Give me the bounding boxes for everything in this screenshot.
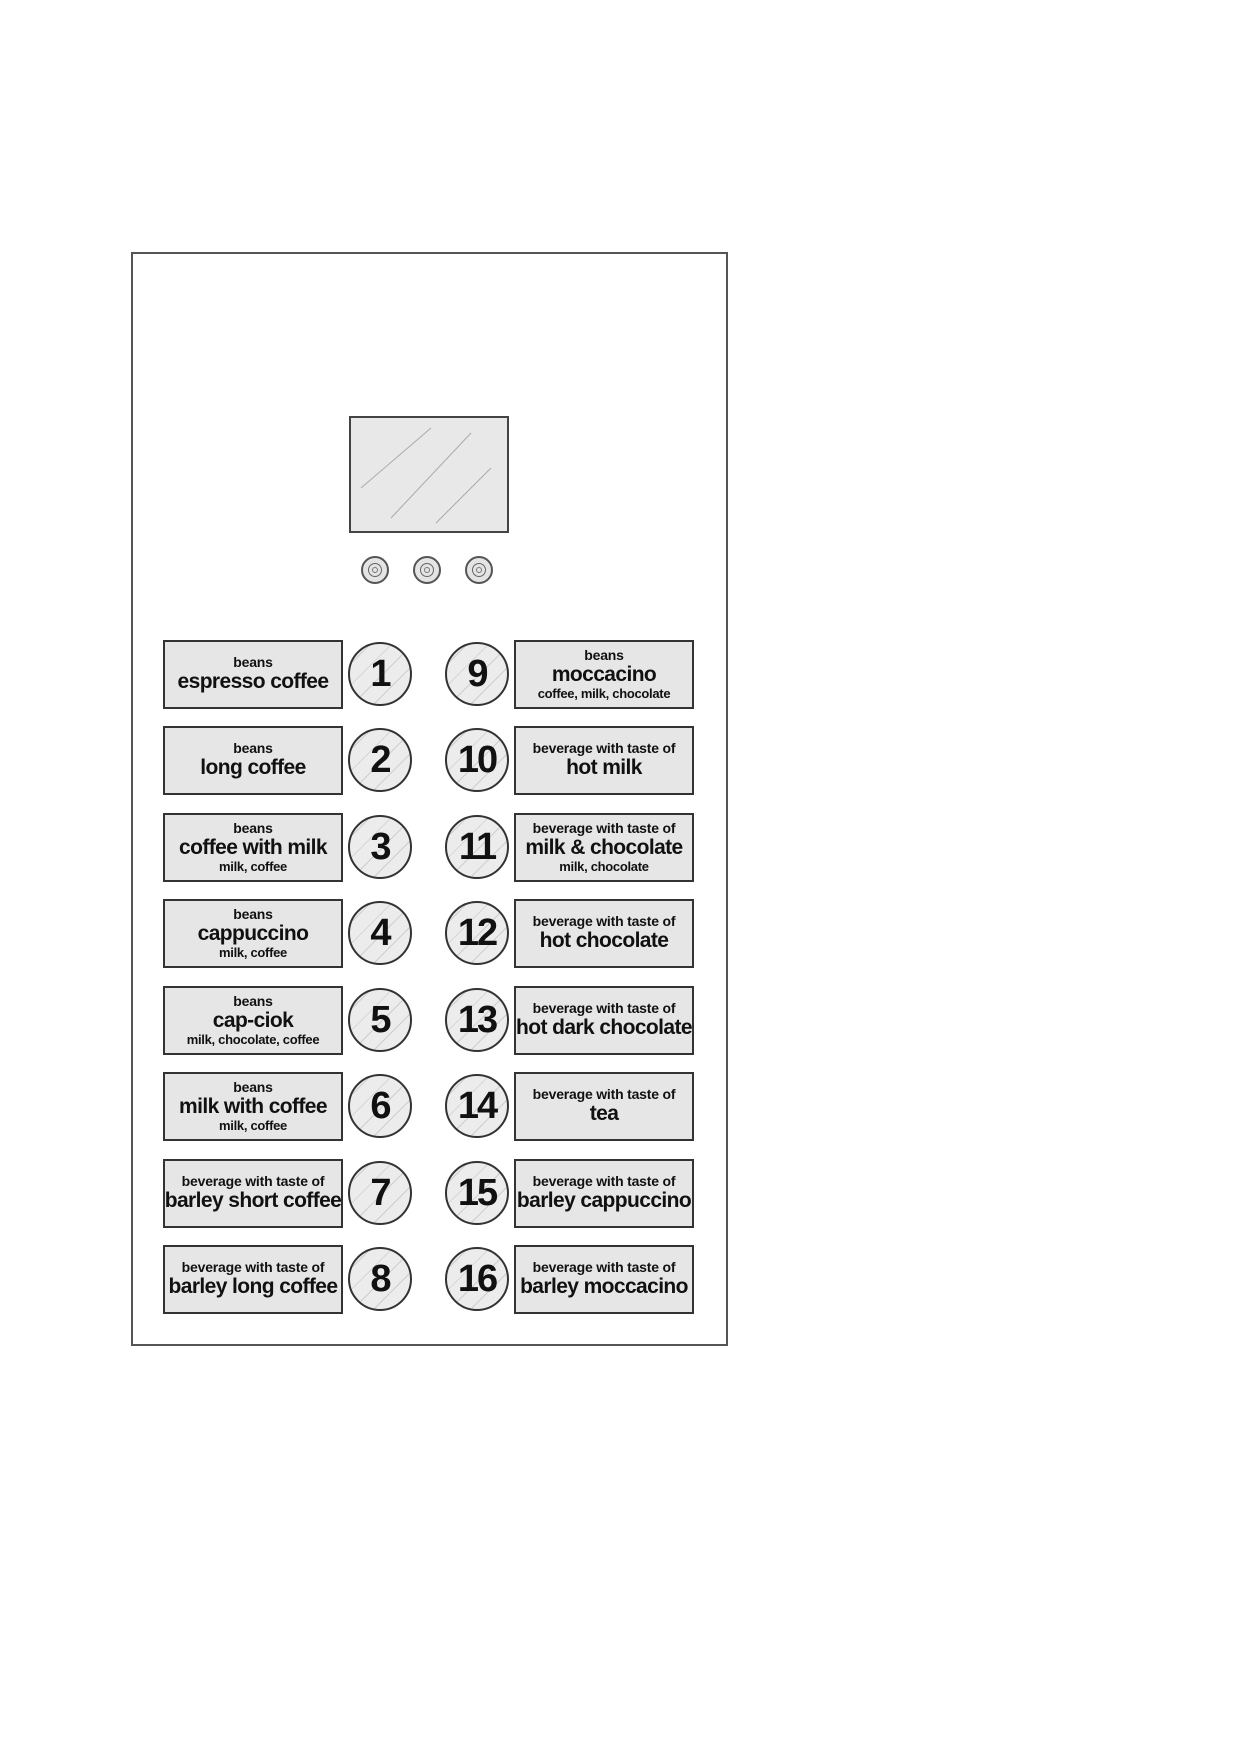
drink-button-number: 11: [458, 825, 497, 868]
control-knob-2[interactable]: [413, 556, 441, 584]
control-knob-3[interactable]: [465, 556, 493, 584]
drink-button-3[interactable]: 3: [348, 815, 412, 879]
drink-button-number: 16: [457, 1257, 498, 1300]
drink-label-ingredients: milk, coffee: [219, 1118, 287, 1134]
drink-label-name: cap-ciok: [212, 1009, 294, 1032]
drink-label-category: beans: [233, 906, 273, 923]
drink-label-name: coffee with milk: [179, 836, 328, 859]
drink-button-number: 8: [370, 1257, 391, 1300]
drink-button-13[interactable]: 13: [445, 988, 509, 1052]
drink-button-number: 6: [370, 1084, 391, 1127]
drink-label-ingredients: milk, chocolate, coffee: [186, 1032, 320, 1048]
drink-label-ingredients: milk, coffee: [219, 859, 287, 875]
drink-label-category: beans: [584, 647, 624, 664]
drink-label-name: barley cappuccino: [516, 1188, 692, 1212]
drink-label-name: barley short coffee: [164, 1188, 342, 1212]
drink-label-category: beans: [233, 993, 273, 1010]
drink-label-name: hot milk: [566, 755, 642, 779]
drink-button-6[interactable]: 6: [348, 1074, 412, 1138]
drink-button-number: 2: [370, 738, 391, 781]
control-knob-1[interactable]: [361, 556, 389, 584]
drink-button-number: 7: [370, 1171, 391, 1214]
drink-label-name: moccacino: [551, 663, 657, 686]
screen-glass-icon: [360, 427, 492, 524]
drink-button-number: 14: [457, 1084, 498, 1127]
drink-label-name: barley moccacino: [520, 1274, 688, 1298]
drink-label-category: beverage with taste of: [532, 913, 676, 930]
drink-button-1[interactable]: 1: [348, 642, 412, 706]
drink-button-12[interactable]: 12: [445, 901, 509, 965]
drink-button-9[interactable]: 9: [445, 642, 509, 706]
drink-label-category: beans: [233, 740, 273, 757]
drink-label-category: beans: [233, 654, 273, 671]
drink-label-name: hot dark chocolate: [516, 1015, 692, 1039]
drink-button-8[interactable]: 8: [348, 1247, 412, 1311]
drink-label-category: beverage with taste of: [181, 1173, 325, 1190]
drink-label-ingredients: milk, coffee: [219, 945, 287, 961]
drink-label-category: beans: [233, 1079, 273, 1096]
drink-button-15[interactable]: 15: [445, 1161, 509, 1225]
drink-button-number: 10: [457, 738, 498, 781]
drink-button-number: 15: [457, 1171, 498, 1214]
drink-label-category: beverage with taste of: [181, 1259, 325, 1276]
drink-label-name: tea: [589, 1101, 619, 1125]
drink-label-name: hot chocolate: [539, 928, 669, 952]
drink-label-ingredients: coffee, milk, chocolate: [537, 686, 671, 702]
drink-button-number: 13: [457, 998, 498, 1041]
drink-label-name: barley long coffee: [168, 1274, 339, 1298]
drink-label-category: beverage with taste of: [532, 1086, 676, 1103]
drink-label-name: milk with coffee: [179, 1095, 328, 1118]
drink-button-5[interactable]: 5: [348, 988, 412, 1052]
drink-label-category: beverage with taste of: [532, 1173, 676, 1190]
drink-label-category: beverage with taste of: [532, 740, 676, 757]
drink-label-name: espresso coffee: [177, 669, 330, 693]
drink-button-7[interactable]: 7: [348, 1161, 412, 1225]
drink-button-number: 9: [467, 652, 488, 695]
drink-button-number: 3: [370, 825, 391, 868]
drink-label-name: long coffee: [200, 755, 306, 779]
drink-label-category: beverage with taste of: [532, 1000, 676, 1017]
drink-label-ingredients: milk, chocolate: [559, 859, 649, 875]
drink-button-10[interactable]: 10: [445, 728, 509, 792]
drink-label-name: cappuccino: [197, 922, 309, 945]
drink-button-number: 4: [370, 911, 391, 954]
drink-button-number: 1: [370, 652, 391, 695]
drink-button-number: 12: [457, 911, 498, 954]
drink-button-number: 5: [370, 998, 391, 1041]
drink-button-16[interactable]: 16: [445, 1247, 509, 1311]
display-screen: [349, 416, 509, 533]
drink-label-name: milk & chocolate: [525, 836, 683, 859]
drink-button-4[interactable]: 4: [348, 901, 412, 965]
drink-button-11[interactable]: 11: [445, 815, 509, 879]
drink-label-category: beverage with taste of: [532, 1259, 676, 1276]
drink-button-14[interactable]: 14: [445, 1074, 509, 1138]
drink-label-category: beans: [233, 820, 273, 837]
drink-button-2[interactable]: 2: [348, 728, 412, 792]
drink-label-category: beverage with taste of: [532, 820, 676, 837]
